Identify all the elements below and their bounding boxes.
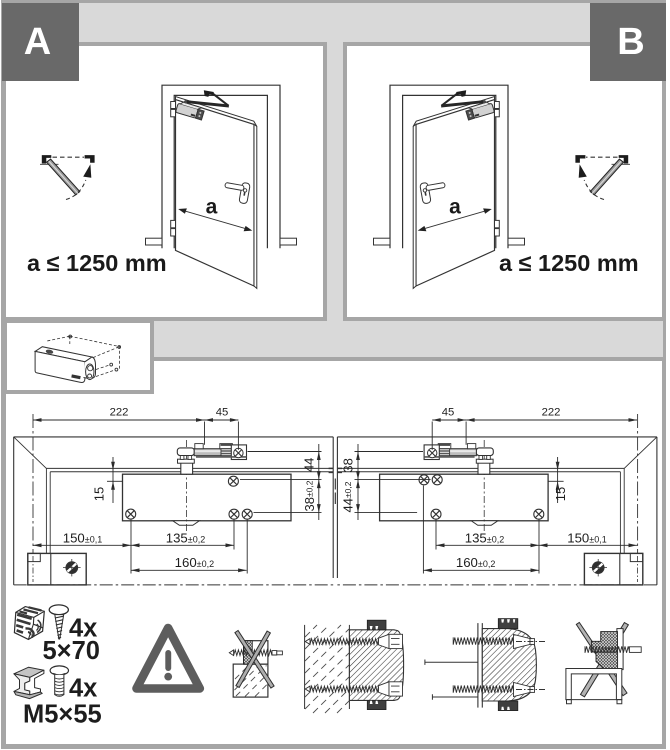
svg-text:38: 38 (340, 458, 355, 472)
svg-text:150±0,1: 150±0,1 (567, 530, 606, 545)
svg-text:a ≤ 1250 mm: a ≤ 1250 mm (27, 250, 167, 276)
svg-text:44: 44 (302, 458, 317, 472)
svg-text:a: a (206, 196, 218, 219)
svg-text:160±0,2: 160±0,2 (456, 555, 495, 570)
svg-text:38±0,2: 38±0,2 (302, 480, 317, 511)
svg-text:15: 15 (91, 487, 106, 501)
svg-text:160±0,2: 160±0,2 (175, 555, 214, 570)
svg-text:222: 222 (110, 407, 129, 419)
svg-text:15: 15 (553, 487, 568, 501)
svg-text:4x: 4x (69, 615, 97, 643)
svg-text:135±0,2: 135±0,2 (465, 530, 504, 545)
svg-text:a: a (449, 196, 461, 219)
svg-text:4x: 4x (69, 675, 97, 703)
svg-text:a ≤ 1250 mm: a ≤ 1250 mm (499, 250, 639, 276)
svg-text:45: 45 (216, 407, 229, 419)
svg-text:5×70: 5×70 (43, 637, 100, 665)
svg-text:45: 45 (442, 407, 455, 419)
svg-text:222: 222 (542, 407, 561, 419)
svg-text:M5×55: M5×55 (23, 701, 102, 729)
svg-text:135±0,2: 135±0,2 (166, 530, 205, 545)
svg-text:150±0,1: 150±0,1 (63, 530, 102, 545)
svg-text:44±0,2: 44±0,2 (340, 481, 355, 512)
